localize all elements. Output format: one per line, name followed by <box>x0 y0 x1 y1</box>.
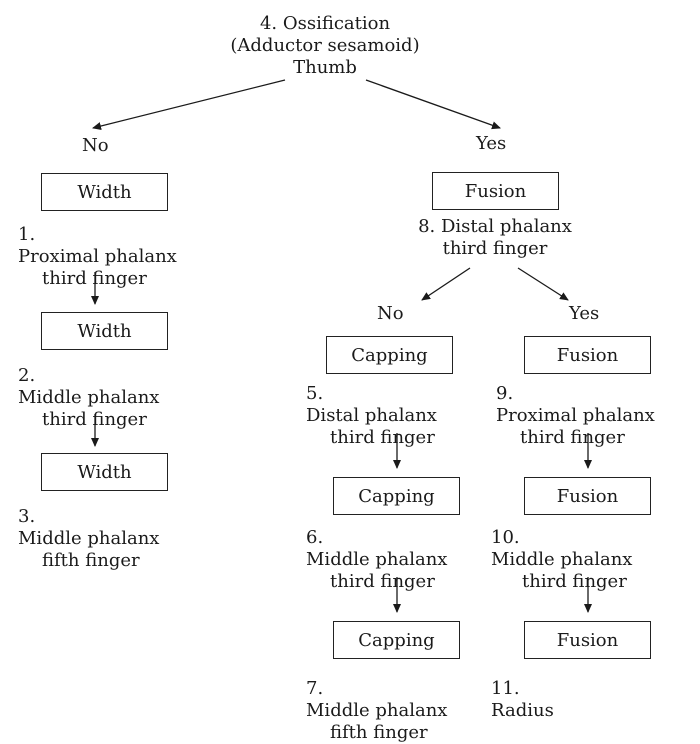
fusion-box-3: Fusion <box>524 621 651 659</box>
left-step-1: 1.Proximal phalanx third finger <box>18 224 177 290</box>
step-6-line-2: third finger <box>330 571 435 592</box>
right-step-8: 8. Distal phalanx third finger <box>400 216 590 260</box>
arrow-root-to-no <box>92 79 286 130</box>
root-line-3: Thumb <box>293 57 357 78</box>
right-step-7: 7.Middle phalanx fifth finger <box>306 678 447 744</box>
step-2-number: 2. <box>18 365 36 386</box>
right-step-10: 10.Middle phalanx third finger <box>491 527 632 593</box>
fusion-box-1: Fusion <box>524 336 651 374</box>
step-10-number: 10. <box>491 527 520 548</box>
step-6-number: 6. <box>306 527 324 548</box>
root-line-1: 4. Ossification <box>259 13 391 34</box>
step-10-line-1: Middle phalanx <box>491 549 633 570</box>
left-step-3: 3.Middle phalanx fifth finger <box>18 506 159 572</box>
step-8-no-label: No <box>377 303 404 324</box>
step-7-line-1: Middle phalanx <box>306 700 448 721</box>
step-3-line-1: Middle phalanx <box>18 528 160 549</box>
step-11-number: 11. <box>491 678 520 699</box>
step-8-yes-label: Yes <box>569 303 600 324</box>
step-5-line-2: third finger <box>330 427 435 448</box>
root-no-label: No <box>82 135 109 156</box>
left-box-width-2: Width <box>41 312 168 350</box>
right-box-fusion-top: Fusion <box>432 172 559 210</box>
left-box-width-1: Width <box>41 173 168 211</box>
step-9-line-1: Proximal phalanx <box>496 405 655 426</box>
step-9-number: 9. <box>496 383 514 404</box>
capping-box-2: Capping <box>333 477 460 515</box>
step-1-line-2: third finger <box>42 268 147 289</box>
root-yes-label: Yes <box>476 133 507 154</box>
step-11-line-1: Radius <box>491 700 554 721</box>
root-decision-label: 4. Ossification (Adductor sesamoid) Thum… <box>200 13 450 79</box>
step-8-line-1: 8. Distal phalanx <box>418 216 572 237</box>
arrow-8-to-yes <box>517 267 569 301</box>
right-step-5: 5.Distal phalanx third finger <box>306 383 437 449</box>
step-9-line-2: third finger <box>520 427 625 448</box>
step-7-line-2: fifth finger <box>330 722 428 743</box>
right-step-9: 9.Proximal phalanx third finger <box>496 383 655 449</box>
step-5-line-1: Distal phalanx <box>306 405 437 426</box>
capping-box-3: Capping <box>333 621 460 659</box>
step-1-number: 1. <box>18 224 36 245</box>
left-step-2: 2.Middle phalanx third finger <box>18 365 159 431</box>
step-2-line-2: third finger <box>42 409 147 430</box>
left-box-width-3: Width <box>41 453 168 491</box>
arrow-root-to-yes <box>365 79 501 130</box>
step-1-line-1: Proximal phalanx <box>18 246 177 267</box>
right-step-11: 11.Radius <box>491 678 554 722</box>
fusion-box-2: Fusion <box>524 477 651 515</box>
arrow-8-to-no <box>421 267 471 301</box>
right-step-6: 6.Middle phalanx third finger <box>306 527 447 593</box>
step-8-line-2: third finger <box>442 238 548 259</box>
step-2-line-1: Middle phalanx <box>18 387 160 408</box>
step-3-line-2: fifth finger <box>42 550 140 571</box>
step-10-line-2: third finger <box>522 571 627 592</box>
step-7-number: 7. <box>306 678 324 699</box>
step-3-number: 3. <box>18 506 36 527</box>
root-line-2: (Adductor sesamoid) <box>230 35 420 56</box>
step-5-number: 5. <box>306 383 324 404</box>
step-6-line-1: Middle phalanx <box>306 549 448 570</box>
capping-box-1: Capping <box>326 336 453 374</box>
